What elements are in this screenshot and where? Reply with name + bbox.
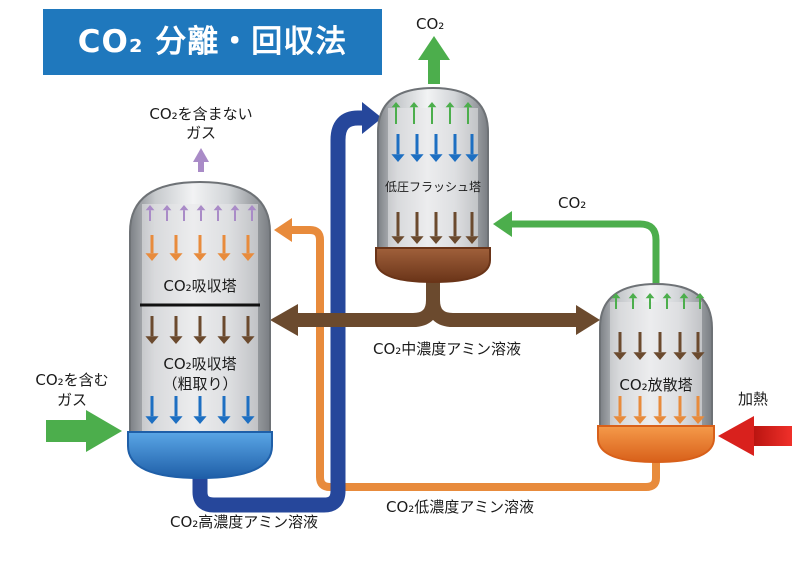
- down-arrow-icon: [465, 212, 479, 244]
- down-arrow-icon: [613, 396, 627, 424]
- down-arrow-icon: [691, 332, 705, 360]
- right-arrow-icon: [576, 305, 600, 335]
- down-arrow-icon: [448, 134, 462, 162]
- up-arrow-icon: [463, 102, 473, 124]
- down-arrow-icon: [193, 235, 207, 261]
- low-amine-label: CO₂低濃度アミン溶液: [386, 498, 534, 516]
- down-arrow-icon: [429, 134, 443, 162]
- up-arrow-icon: [193, 148, 209, 172]
- high-amine-pipe: [192, 110, 366, 513]
- up-arrow-icon: [418, 36, 450, 84]
- down-arrow-icon: [217, 396, 231, 424]
- up-arrow-icon: [247, 205, 257, 221]
- stripper-label: CO₂放散塔: [619, 376, 693, 394]
- down-arrow-icon: [391, 134, 405, 162]
- up-arrow-icon: [628, 293, 638, 309]
- top-co2-label: CO₂: [416, 15, 445, 33]
- down-arrow-icon: [448, 212, 462, 244]
- absorber-upper-label: CO₂吸収塔: [163, 277, 237, 295]
- left-arrow-icon: [274, 218, 292, 242]
- up-arrow-icon: [662, 293, 672, 309]
- title-banner: CO₂ 分離・回収法: [43, 9, 382, 75]
- up-arrow-icon: [445, 102, 455, 124]
- flash-tower-label: 低圧フラッシュ塔: [384, 180, 481, 194]
- up-arrow-icon: [162, 205, 172, 221]
- left-arrow-icon: [270, 304, 298, 336]
- input-gas-label-line2: ガス: [56, 391, 87, 409]
- up-arrow-icon: [391, 102, 401, 124]
- stripper-tower: [597, 282, 715, 464]
- down-arrow-icon: [169, 235, 183, 261]
- up-arrow-icon: [213, 205, 223, 221]
- down-arrow-icon: [145, 316, 159, 344]
- down-arrow-icon: [673, 332, 687, 360]
- down-arrow-icon: [193, 316, 207, 344]
- down-arrow-icon: [241, 396, 255, 424]
- medium-amine-label: CO₂中濃度アミン溶液: [373, 340, 521, 358]
- flash-tower: [375, 86, 491, 284]
- up-arrow-icon: [695, 293, 705, 309]
- up-arrow-icon: [196, 205, 206, 221]
- down-arrow-icon: [241, 235, 255, 261]
- down-arrow-icon: [193, 396, 207, 424]
- recycle-co2-label: CO₂: [558, 194, 587, 212]
- heating-label: 加熱: [738, 390, 769, 408]
- left-arrow-icon: [718, 416, 792, 456]
- down-arrow-icon: [169, 396, 183, 424]
- down-arrow-icon: [465, 134, 479, 162]
- down-arrow-icon: [633, 396, 647, 424]
- down-arrow-icon: [429, 212, 443, 244]
- down-arrow-icon: [410, 212, 424, 244]
- up-arrow-icon: [611, 293, 621, 309]
- up-arrow-icon: [230, 205, 240, 221]
- up-arrow-icon: [145, 205, 155, 221]
- up-arrow-icon: [427, 102, 437, 124]
- up-arrow-icon: [645, 293, 655, 309]
- down-arrow-icon: [145, 235, 159, 261]
- down-arrow-icon: [691, 396, 705, 424]
- clean-gas-label-line2: ガス: [185, 124, 216, 142]
- up-arrow-icon: [679, 293, 689, 309]
- down-arrow-icon: [653, 332, 667, 360]
- down-arrow-icon: [241, 316, 255, 344]
- down-arrow-icon: [653, 396, 667, 424]
- recycle-co2-pipe: [510, 220, 660, 285]
- down-arrow-icon: [217, 235, 231, 261]
- up-arrow-icon: [409, 102, 419, 124]
- down-arrow-icon: [613, 332, 627, 360]
- up-arrow-icon: [179, 205, 189, 221]
- down-arrow-icon: [145, 396, 159, 424]
- left-arrow-icon: [493, 211, 512, 237]
- right-arrow-icon: [362, 102, 382, 134]
- absorber-lower-label-line2: （粗取り）: [162, 375, 238, 393]
- down-arrow-icon: [391, 212, 405, 244]
- medium-amine-pipe-right: [426, 299, 578, 327]
- right-arrow-icon: [46, 410, 122, 452]
- low-amine-pipe: [290, 226, 660, 491]
- down-arrow-icon: [217, 316, 231, 344]
- high-amine-label: CO₂高濃度アミン溶液: [170, 513, 318, 531]
- page-title: CO₂ 分離・回収法: [77, 24, 348, 60]
- absorber-lower-label-line1: CO₂吸収塔: [163, 355, 237, 373]
- down-arrow-icon: [633, 332, 647, 360]
- down-arrow-icon: [673, 396, 687, 424]
- input-gas-label-line1: CO₂を含む: [35, 371, 109, 389]
- down-arrow-icon: [410, 134, 424, 162]
- clean-gas-label-line1: CO₂を含まない: [149, 105, 253, 123]
- down-arrow-icon: [169, 316, 183, 344]
- vessel-arrows: [145, 102, 705, 424]
